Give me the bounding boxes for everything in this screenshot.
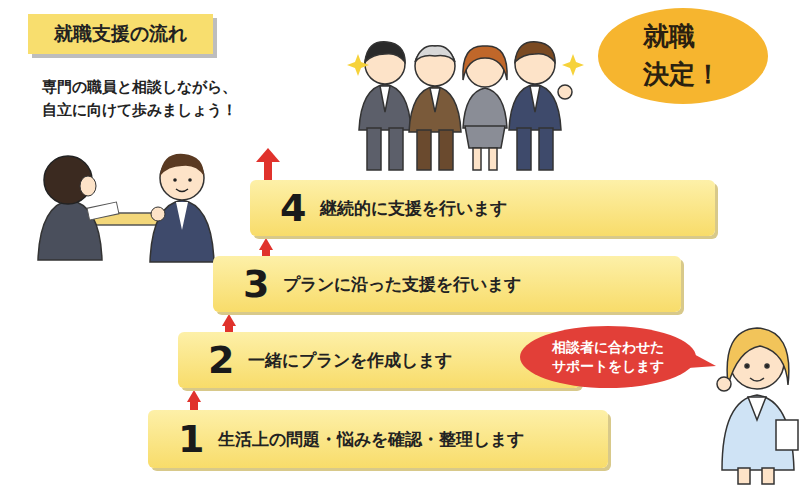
- staff-illustration: [717, 328, 798, 484]
- step-number: 3: [243, 265, 269, 303]
- step-text: 一緒にプランを作成します: [248, 349, 452, 372]
- step-bar: 4 継続的に支援を行います: [250, 180, 715, 236]
- step-number: 4: [280, 189, 306, 227]
- people-illustration: [347, 42, 584, 170]
- speech-bubble: 相談者に合わせた サポートをします: [520, 326, 696, 388]
- step-text: 生活上の問題・悩みを確認・整理します: [218, 428, 524, 451]
- step-text: 継続的に支援を行います: [320, 197, 507, 220]
- title-box: 就職支援の流れ: [28, 14, 213, 54]
- step-number: 1: [178, 420, 204, 458]
- node-text: 就職 決定！: [643, 18, 724, 93]
- step-bar: 3 プランに沿った支援を行います: [213, 256, 681, 312]
- step-arrow: [262, 248, 270, 256]
- node-text: 相談者に合わせた サポートをします: [548, 338, 668, 376]
- step-arrow: [225, 324, 233, 332]
- goal-circle: 就職 決定！: [598, 8, 768, 104]
- goal-arrow: [256, 148, 280, 182]
- step-arrow: [190, 400, 198, 410]
- step-text: プランに沿った支援を行います: [283, 273, 521, 296]
- step-number: 2: [208, 341, 234, 379]
- lead-text: 専門の職員と相談しながら、 自立に向けて歩みましょう！: [22, 76, 257, 123]
- step-bar: 1 生活上の問題・悩みを確認・整理します: [148, 410, 608, 468]
- consultation-illustration: [38, 154, 214, 262]
